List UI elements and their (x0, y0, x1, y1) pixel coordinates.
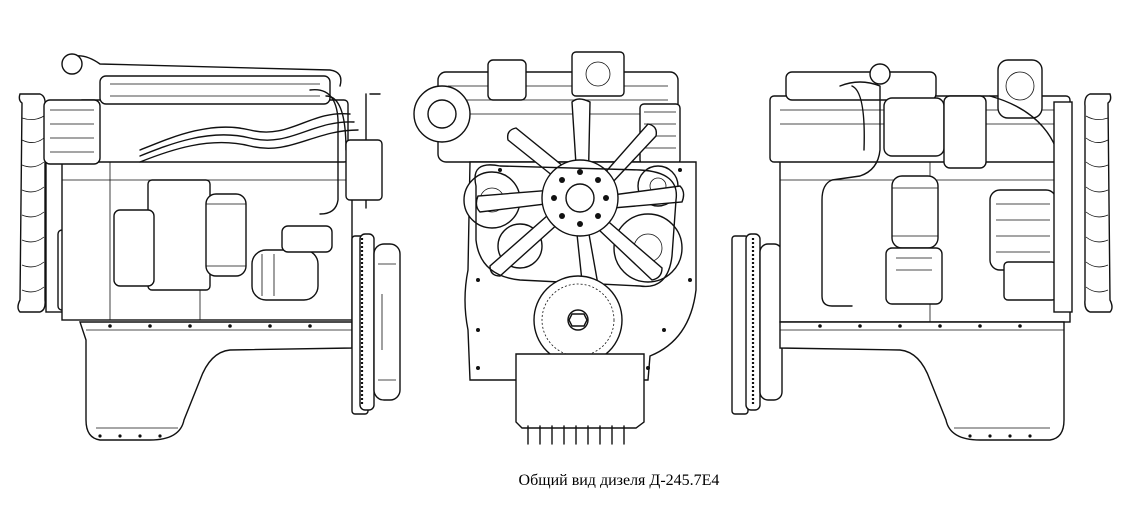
left-side-view (17, 53, 402, 441)
figure-caption-text: Общий вид дизеля Д-245.7Е4 (518, 472, 720, 489)
figure-caption: Общий вид дизеля Д-245.7Е4 (0, 472, 1124, 490)
front-view (413, 51, 697, 445)
right-side-view (731, 59, 1113, 441)
